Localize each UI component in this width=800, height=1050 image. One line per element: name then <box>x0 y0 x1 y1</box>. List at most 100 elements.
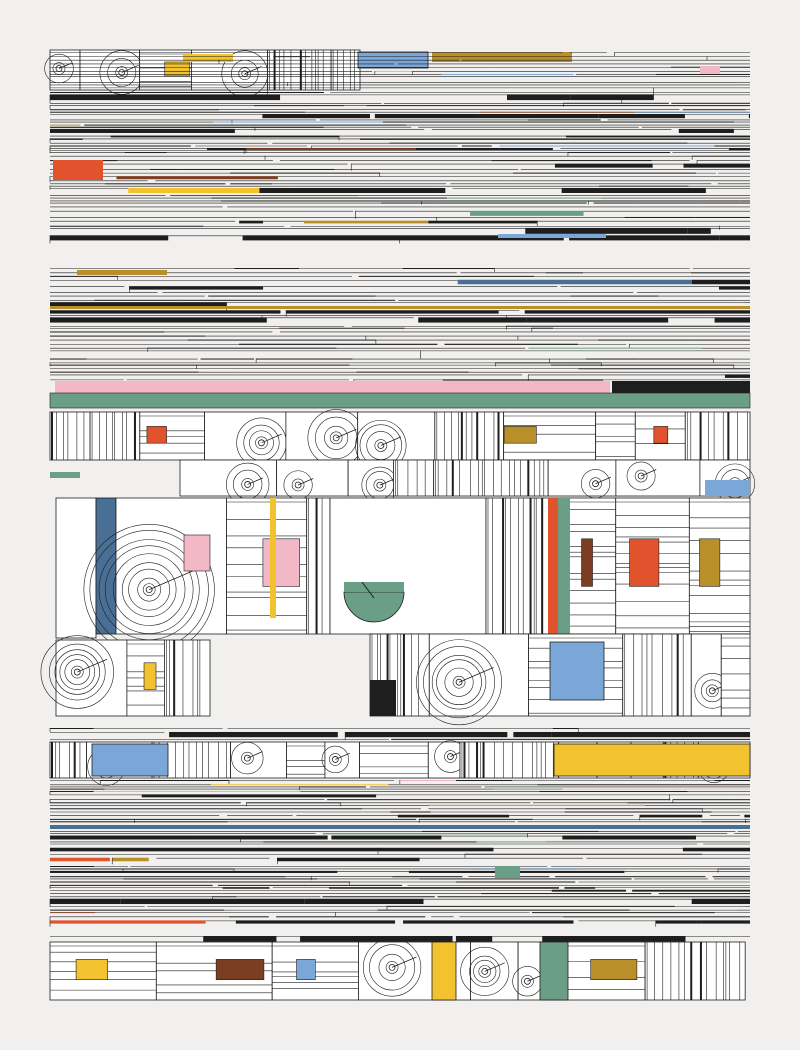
art-shape <box>479 111 635 113</box>
art-shape <box>50 884 213 886</box>
art-shape <box>664 784 750 786</box>
art-shape <box>49 741 87 779</box>
art-shape <box>213 121 383 123</box>
art-shape <box>259 187 446 194</box>
art-shape <box>455 936 493 942</box>
art-shape <box>699 538 721 587</box>
art-shape <box>147 347 337 349</box>
art-shape <box>50 835 241 840</box>
art-shape <box>299 786 366 788</box>
art-shape <box>428 633 529 717</box>
art-shape <box>369 944 416 991</box>
art-shape <box>207 147 247 151</box>
art-shape <box>120 898 305 905</box>
art-shape <box>719 235 750 241</box>
art-shape <box>50 310 281 314</box>
art-shape <box>563 102 669 104</box>
art-shape <box>164 61 190 77</box>
art-shape <box>128 568 171 611</box>
art-shape <box>421 200 589 202</box>
art-shape <box>322 896 435 898</box>
art-shape <box>50 898 121 905</box>
art-shape <box>460 946 510 996</box>
art-shape <box>452 675 466 689</box>
art-shape <box>595 476 611 485</box>
art-shape <box>419 878 612 880</box>
art-shape <box>249 135 273 138</box>
art-shape <box>507 94 571 101</box>
art-shape <box>104 183 226 185</box>
art-shape <box>562 362 602 364</box>
art-shape <box>380 202 587 204</box>
art-shape <box>458 667 494 683</box>
band-upper-stripes <box>49 92 750 244</box>
art-shape <box>142 583 156 596</box>
art-shape <box>93 790 301 792</box>
art-shape <box>728 147 750 151</box>
art-shape <box>528 119 601 121</box>
art-shape <box>241 751 254 765</box>
art-shape <box>50 124 81 126</box>
art-shape <box>75 959 109 981</box>
art-shape <box>110 135 250 138</box>
art-shape <box>50 317 267 323</box>
art-shape <box>639 814 703 818</box>
art-shape <box>527 975 541 982</box>
art-shape <box>621 94 654 101</box>
art-shape <box>237 364 350 366</box>
art-shape <box>644 941 746 1001</box>
art-shape <box>434 411 505 461</box>
art-shape <box>457 279 692 285</box>
art-shape <box>358 275 535 277</box>
art-shape <box>374 114 478 119</box>
art-shape <box>50 790 94 792</box>
art-shape <box>539 790 688 792</box>
art-shape <box>495 866 520 878</box>
art-shape <box>84 124 240 126</box>
art-shape <box>484 962 505 972</box>
art-shape <box>382 121 500 123</box>
art-shape <box>50 821 228 823</box>
art-shape <box>554 163 653 168</box>
art-shape <box>255 436 268 450</box>
art-shape <box>561 187 706 194</box>
art-shape <box>50 109 220 111</box>
art-shape <box>521 974 534 988</box>
art-shape <box>632 889 750 892</box>
art-shape <box>666 105 750 107</box>
art-shape <box>545 272 584 274</box>
art-shape <box>95 497 117 635</box>
art-shape <box>506 325 715 327</box>
art-shape <box>170 195 359 197</box>
art-shape <box>329 753 342 766</box>
art-shape <box>286 310 499 314</box>
art-shape <box>238 67 252 81</box>
art-shape <box>739 200 750 202</box>
art-shape <box>77 270 167 275</box>
art-shape <box>491 160 652 162</box>
art-shape <box>678 128 734 133</box>
art-shape <box>315 416 358 459</box>
art-shape <box>578 368 750 370</box>
art-shape <box>262 114 371 119</box>
art-shape <box>418 317 527 323</box>
art-shape <box>343 591 405 623</box>
art-shape <box>91 743 169 777</box>
art-shape <box>393 459 435 497</box>
art-shape <box>569 138 750 140</box>
art-shape <box>428 220 538 224</box>
art-shape <box>444 667 474 697</box>
art-shape <box>229 172 380 174</box>
art-shape <box>564 887 596 889</box>
art-shape <box>50 847 275 852</box>
art-shape <box>50 870 110 873</box>
art-shape <box>273 56 310 58</box>
art-shape <box>125 92 325 93</box>
art-shape <box>208 881 350 883</box>
art-shape <box>242 235 400 241</box>
art-shape <box>187 339 376 341</box>
art-shape <box>476 841 547 843</box>
art-shape <box>276 916 426 918</box>
art-shape <box>593 202 699 204</box>
art-shape <box>567 152 671 154</box>
